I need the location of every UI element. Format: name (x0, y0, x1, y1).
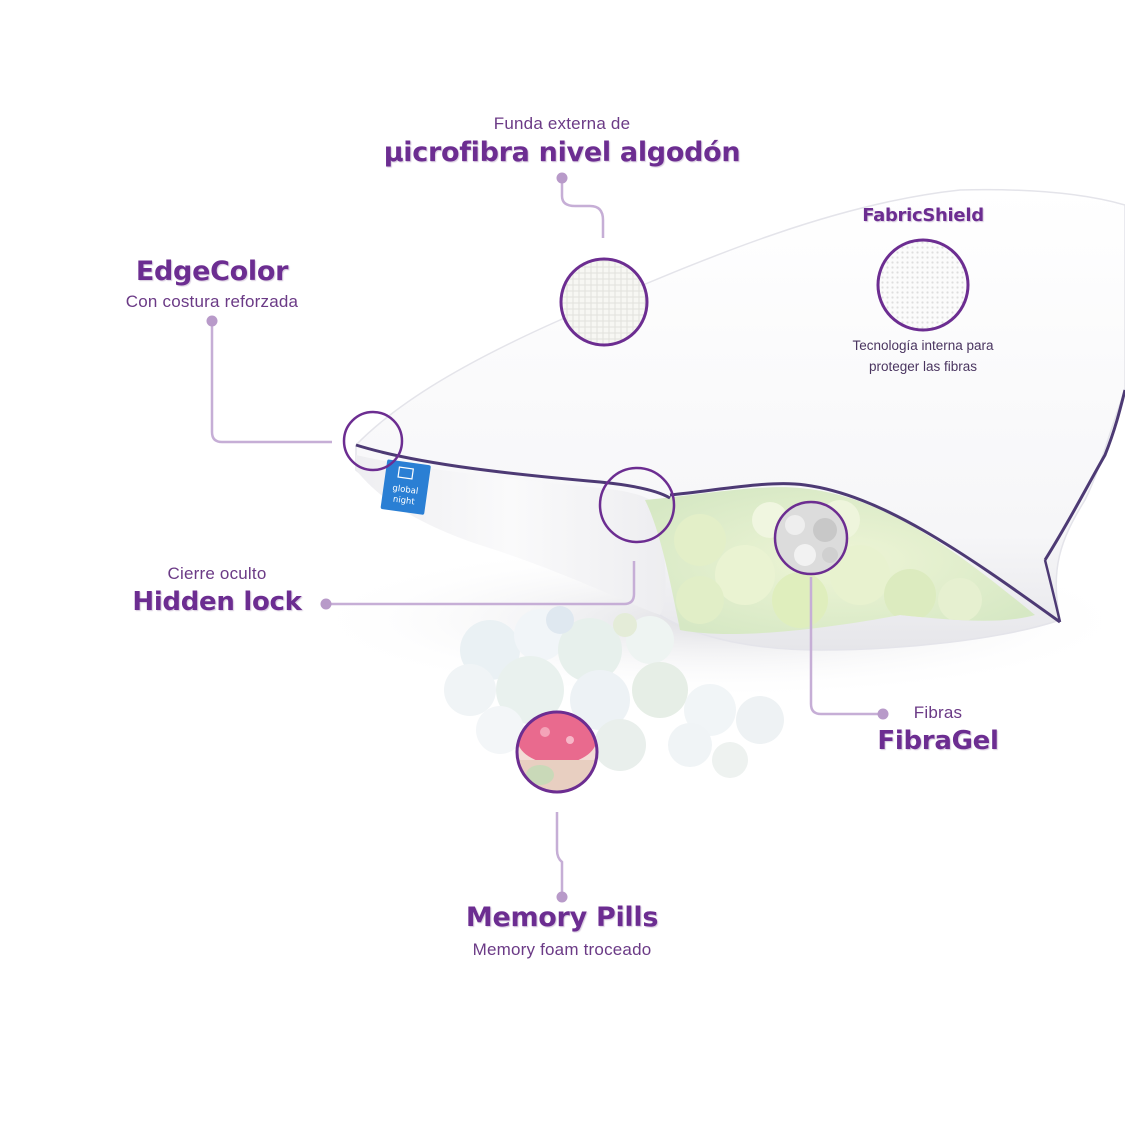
fabricshield-title: FabricShield (862, 205, 984, 226)
memorypills-small: Memory foam troceado (472, 940, 652, 959)
fibragel-title: FibraGel (877, 726, 999, 756)
fabricshield-desc-line1: Tecnología interna para (852, 338, 994, 353)
fibragel-texture-icon (773, 500, 849, 576)
connector-lines (210, 178, 883, 897)
hiddenlock-small: Cierre oculto (167, 564, 267, 583)
memory-foam-icon (515, 710, 599, 794)
microfibra-label: Funda externa de (412, 114, 712, 134)
edgecolor-title: EdgeColor (135, 256, 289, 287)
edge-seam-icon (342, 410, 404, 472)
fabricshield-desc-line2: proteger las fibras (868, 359, 978, 374)
tag-text-2: night (392, 495, 416, 508)
fibragel-filling (674, 500, 982, 628)
brand-tag: global night (380, 459, 431, 515)
edgecolor-small: Con costura reforzada (125, 292, 299, 311)
fabricshield-texture-icon (876, 238, 970, 332)
microfiber-texture-icon (559, 257, 649, 347)
microfibra-title: µicrofibra nivel algodón (383, 137, 741, 168)
microfibra-small: Funda externa de (493, 114, 631, 133)
tag-text-1: global (392, 483, 419, 497)
zipper-icon (598, 466, 676, 544)
memorypills-title: Memory Pills (465, 902, 659, 933)
hiddenlock-title: Hidden lock (132, 587, 302, 617)
loose-filling (444, 606, 784, 778)
connector-dots (206, 172, 889, 903)
fabricshield-desc: Tecnología interna para proteger las fib… (823, 335, 1023, 377)
fibragel-small: Fibras (913, 703, 963, 722)
